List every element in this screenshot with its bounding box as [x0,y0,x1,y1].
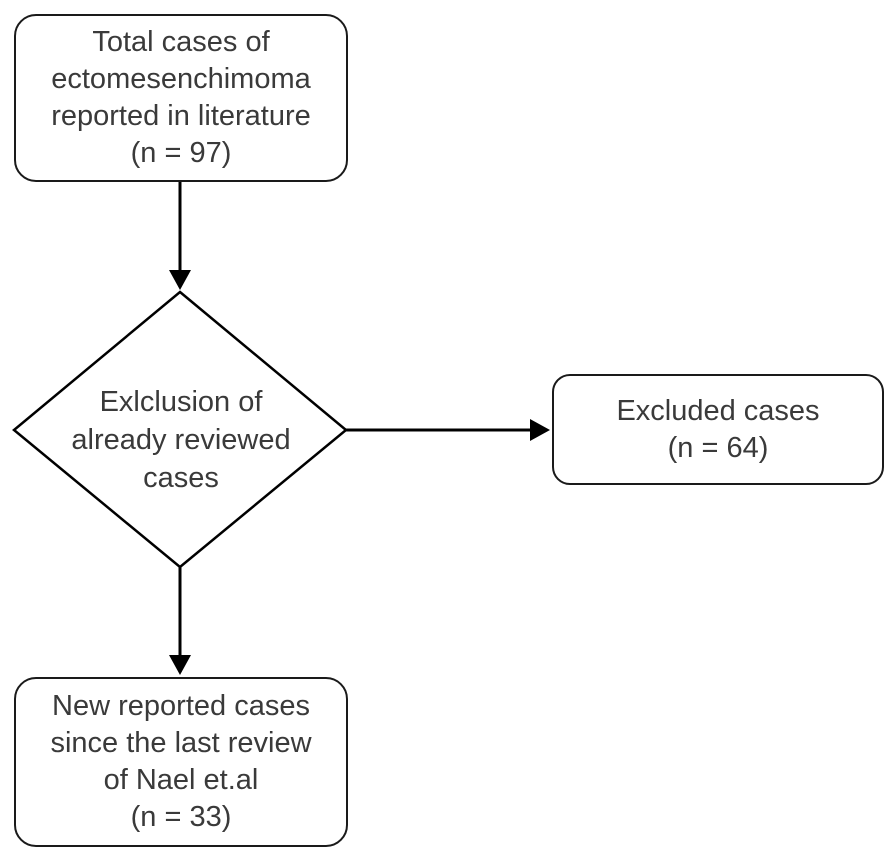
decision-line-2: already reviewed [71,424,291,456]
new-cases-line-2: since the last review [50,727,312,759]
decision-line-3: cases [143,462,219,494]
new-cases-count: (n = 33) [130,801,232,833]
excluded-cases-line-1: Excluded cases [616,394,820,427]
new-cases-line-1: New reported cases [52,690,310,722]
arrow-total-to-decision-head [169,270,191,290]
excluded-cases-count: (n = 64) [667,431,769,464]
total-cases-line-1: Total cases of [92,26,270,58]
arrow-decision-to-new-head [169,655,191,675]
decision-line-1: Exlclusion of [99,386,263,418]
total-cases-line-2: ectomesenchimoma [51,63,311,95]
total-cases-count: (n = 97) [130,137,232,169]
new-cases-box: New reported cases since the last review… [14,677,348,847]
excluded-cases-box: Excluded cases (n = 64) [552,374,884,485]
total-cases-line-3: reported in literature [51,100,311,132]
arrow-decision-to-excluded-head [530,419,550,441]
decision-label: Exlclusion of already reviewed cases [60,380,302,500]
total-cases-box: Total cases of ectomesenchimoma reported… [14,14,348,182]
new-cases-line-3: of Nael et.al [103,764,259,796]
